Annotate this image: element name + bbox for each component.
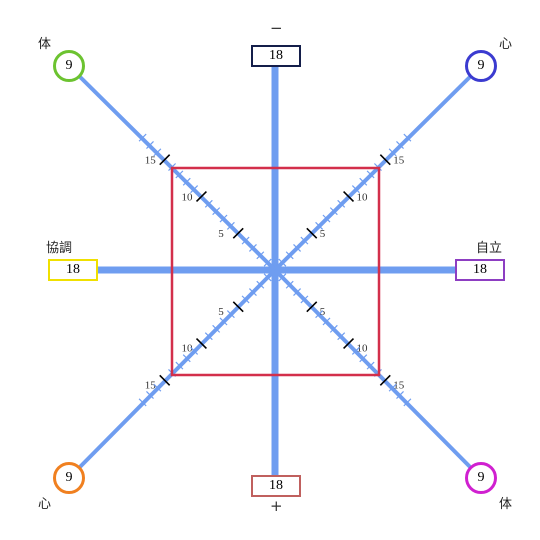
top-right-minor-tick (403, 133, 412, 142)
bottom-right-minor-tick (285, 280, 294, 289)
top-right-value-circle: 9 (465, 50, 497, 82)
top-left-minor-tick (182, 177, 191, 186)
top-right-minor-tick (337, 199, 346, 208)
top-left-minor-tick (190, 185, 199, 194)
top-left-minor-tick (153, 148, 162, 157)
bottom-left-minor-tick (241, 295, 250, 304)
top-right-tick-label: 10 (357, 191, 369, 203)
top-left-minor-tick (175, 170, 184, 179)
top-right-minor-tick (359, 177, 368, 186)
bottom-right-tick-label: 5 (320, 306, 326, 318)
top-right-minor-tick (300, 236, 309, 245)
bottom-right-major-tick (379, 374, 391, 386)
top-left-minor-tick (219, 214, 228, 223)
bottom-left-minor-tick (182, 354, 191, 363)
bottom-right-minor-tick (293, 288, 302, 297)
bottom-right-minor-tick (329, 324, 338, 333)
top-right-major-tick (343, 190, 355, 202)
bottom-right-major-tick (306, 301, 318, 313)
top-right-minor-tick (285, 251, 294, 260)
bottom-right-minor-tick (359, 354, 368, 363)
top-left-major-tick (195, 190, 207, 202)
bottom-right-minor-tick (315, 310, 324, 319)
bottom-right-minor-tick (300, 295, 309, 304)
bottom-right-minor-tick (337, 332, 346, 341)
top-right-minor-tick (366, 170, 375, 179)
top-axis-sign: − (270, 19, 283, 37)
top-right-minor-tick (293, 243, 302, 252)
top-left-minor-tick (248, 243, 257, 252)
right-axis-label: 自立 (476, 241, 503, 256)
bottom-left-major-tick (232, 301, 244, 313)
bottom-right-tick-label: 10 (357, 343, 369, 355)
bottom-left-minor-tick (256, 280, 265, 289)
top-right-minor-tick (315, 221, 324, 230)
top-left-minor-tick (241, 236, 250, 245)
bottom-left-minor-tick (153, 383, 162, 392)
top-left-minor-tick (138, 133, 147, 142)
bottom-right-minor-tick (366, 361, 375, 370)
top-left-minor-tick (204, 199, 213, 208)
top-right-minor-tick (351, 185, 360, 194)
bottom-left-tick-label: 15 (145, 379, 157, 391)
bottom-left-minor-tick (226, 310, 235, 319)
top-axis-value-box: 18 (251, 45, 301, 67)
bottom-left-minor-tick (146, 391, 154, 399)
bottom-left-minor-tick (175, 361, 184, 370)
top-left-major-tick (159, 154, 171, 166)
bottom-right-minor-tick (403, 398, 412, 407)
bottom-right-minor-tick (351, 346, 360, 355)
top-left-value-circle: 9 (53, 50, 85, 82)
bottom-axis-value-box: 18 (251, 475, 301, 497)
bottom-left-minor-tick (248, 288, 257, 297)
top-right-diagonal-label: 心 (499, 37, 513, 52)
top-right-minor-tick (278, 258, 287, 267)
top-left-minor-tick (212, 207, 221, 216)
top-right-major-tick (379, 154, 391, 166)
left-axis-label: 協調 (46, 241, 73, 256)
top-left-minor-tick (226, 221, 235, 230)
top-left-minor-tick (146, 141, 154, 149)
top-right-tick-label: 15 (393, 155, 405, 167)
bottom-left-value-circle: 9 (53, 462, 85, 494)
bottom-right-minor-tick (396, 391, 404, 399)
bottom-left-major-tick (195, 338, 207, 350)
top-left-tick-label: 5 (218, 228, 224, 240)
bottom-right-value-circle: 9 (465, 462, 497, 494)
bottom-left-minor-tick (138, 398, 147, 407)
top-right-minor-tick (396, 141, 404, 149)
top-left-diagonal-label: 体 (38, 37, 52, 52)
top-right-tick-label: 5 (320, 228, 326, 240)
top-right-minor-tick (322, 214, 331, 223)
bottom-right-minor-tick (388, 383, 397, 392)
top-right-minor-tick (388, 148, 397, 157)
bottom-right-major-tick (343, 338, 355, 350)
bottom-left-minor-tick (190, 346, 199, 355)
bottom-left-diagonal-label: 心 (38, 497, 52, 512)
top-left-major-tick (232, 227, 244, 239)
bottom-left-minor-tick (219, 317, 228, 326)
center-square (170, 166, 381, 377)
top-left-minor-tick (263, 258, 272, 267)
bottom-left-major-tick (159, 374, 171, 386)
bottom-axis-sign: + (270, 497, 283, 515)
right-axis-value-box: 18 (455, 259, 505, 281)
top-right-major-tick (306, 227, 318, 239)
top-left-minor-tick (256, 251, 265, 260)
bottom-left-minor-tick (212, 324, 221, 333)
bottom-left-minor-tick (204, 332, 213, 341)
bottom-right-minor-tick (278, 273, 287, 282)
bottom-left-minor-tick (263, 273, 272, 282)
bottom-left-tick-label: 10 (181, 343, 193, 355)
bottom-right-minor-tick (322, 317, 331, 326)
top-left-tick-label: 10 (181, 191, 193, 203)
bottom-right-diagonal-label: 体 (499, 497, 513, 512)
bottom-right-tick-label: 15 (393, 379, 405, 391)
left-axis-value-box: 18 (48, 259, 98, 281)
bottom-left-tick-label: 5 (218, 306, 224, 318)
top-left-tick-label: 15 (145, 155, 157, 167)
top-right-minor-tick (329, 207, 338, 216)
